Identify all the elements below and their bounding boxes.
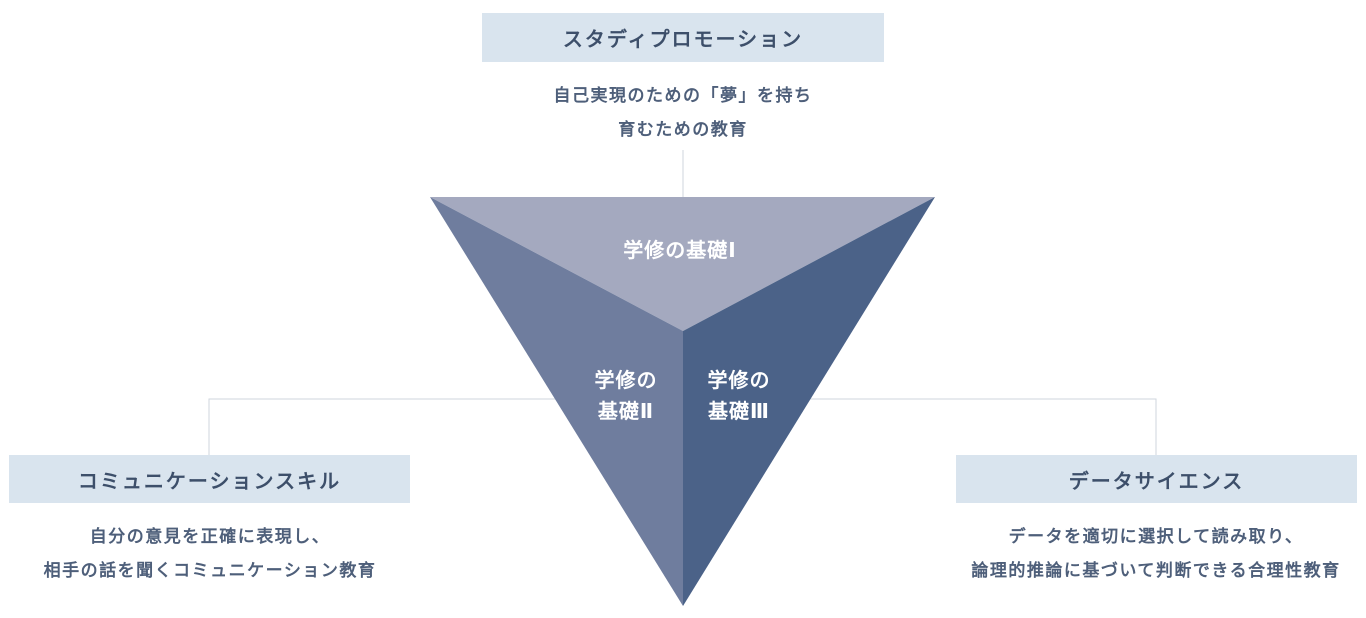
data-science-title: データサイエンス	[1068, 468, 1245, 493]
data-science-desc-line1: データを適切に選択して読み取り、	[1008, 527, 1304, 547]
communication-skill-title: コミュニケーションスキル	[77, 468, 342, 493]
triangle-label-right-line2: 基礎Ⅲ	[708, 399, 770, 423]
study-promotion-desc-line1: 自己実現のための「夢」を持ち	[553, 86, 813, 106]
communication-skill-box: コミュニケーションスキル	[9, 455, 410, 503]
triangle-label-left-line1: 学修の	[595, 368, 658, 392]
triangle-face-right	[683, 197, 935, 606]
connector-left	[208, 398, 560, 455]
triangle-label-left-line2: 基礎Ⅱ	[598, 399, 654, 423]
data-science-box: データサイエンス	[956, 455, 1357, 503]
study-promotion-description: 自己実現のための「夢」を持ち 育むための教育	[482, 79, 884, 147]
communication-skill-desc-line2: 相手の話を聞くコミュニケーション教育	[43, 561, 377, 581]
triangle-label-right-line1: 学修の	[708, 368, 771, 392]
data-science-description: データを適切に選択して読み取り、 論理的推論に基づいて判断できる合理性教育	[946, 520, 1366, 588]
study-promotion-box: スタディプロモーション	[482, 13, 884, 62]
communication-skill-desc-line1: 自分の意見を正確に表現し、	[89, 527, 331, 547]
data-science-desc-line2: 論理的推論に基づいて判断できる合理性教育	[971, 561, 1341, 581]
study-promotion-desc-line2: 育むための教育	[618, 120, 748, 140]
study-promotion-title: スタディプロモーション	[562, 27, 804, 51]
triangle-label-top: 学修の基礎Ⅰ	[623, 238, 736, 262]
triangle-face-top	[430, 197, 935, 331]
triangle-face-left	[430, 197, 683, 606]
communication-skill-description: 自分の意見を正確に表現し、 相手の話を聞くコミュニケーション教育	[0, 520, 420, 588]
connector-right	[806, 398, 1157, 455]
